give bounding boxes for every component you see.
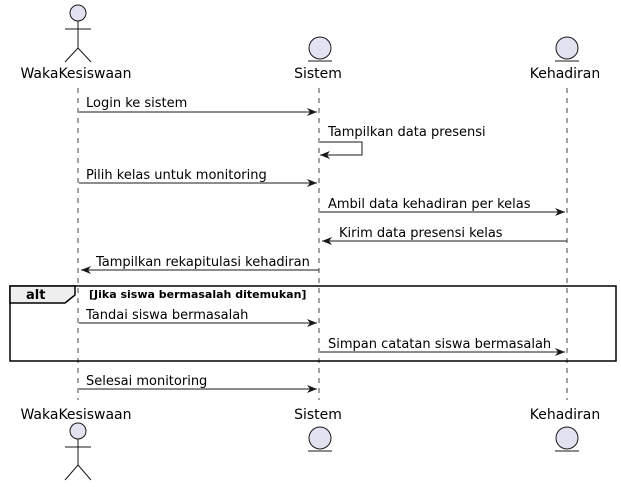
message-label: Ambil data kehadiran per kelas bbox=[328, 197, 531, 212]
message-label: Tandai siswa bermasalah bbox=[85, 308, 248, 323]
entity-icon bbox=[555, 426, 579, 452]
message-6: Tampilkan rekapitulasi kehadiran bbox=[81, 255, 319, 274]
participant-label-waka-bottom: WakaKesiswaan bbox=[20, 407, 131, 423]
entity-icon bbox=[308, 426, 332, 452]
participant-label-kehadiran-bottom: Kehadiran bbox=[530, 407, 601, 423]
message-7: Tandai siswa bermasalah bbox=[79, 308, 317, 327]
message-3: Pilih kelas untuk monitoring bbox=[79, 168, 317, 187]
alt-condition: [Jika siswa bermasalah ditemukan] bbox=[89, 288, 306, 301]
message-label: Tampilkan data presensi bbox=[327, 125, 486, 140]
message-label: Pilih kelas untuk monitoring bbox=[86, 168, 267, 183]
participant-label-waka-top: WakaKesiswaan bbox=[20, 66, 131, 82]
message-2-self: Tampilkan data presensi bbox=[320, 125, 486, 159]
message-label: Kirim data presensi kelas bbox=[339, 226, 503, 241]
participant-label-sistem-top: Sistem bbox=[294, 66, 342, 82]
entity-icon bbox=[555, 36, 579, 62]
message-label: Tampilkan rekapitulasi kehadiran bbox=[95, 255, 310, 270]
alt-fragment: alt [Jika siswa bermasalah ditemukan] bbox=[9, 285, 617, 362]
actor-icon bbox=[64, 4, 92, 63]
message-9: Selesai monitoring bbox=[79, 374, 317, 393]
message-4: Ambil data kehadiran per kelas bbox=[320, 197, 565, 216]
message-1: Login ke sistem bbox=[79, 96, 317, 116]
message-label: Selesai monitoring bbox=[86, 374, 207, 389]
alt-tag: alt bbox=[26, 288, 45, 303]
message-label: Login ke sistem bbox=[86, 96, 187, 111]
message-8: Simpan catatan siswa bermasalah bbox=[320, 337, 565, 356]
participant-label-sistem-bottom: Sistem bbox=[294, 407, 342, 423]
participant-label-kehadiran-top: Kehadiran bbox=[530, 66, 601, 82]
actor-icon bbox=[64, 422, 92, 481]
entity-icon bbox=[308, 36, 332, 62]
message-label: Simpan catatan siswa bermasalah bbox=[328, 337, 551, 352]
message-5: Kirim data presensi kelas bbox=[322, 226, 567, 245]
